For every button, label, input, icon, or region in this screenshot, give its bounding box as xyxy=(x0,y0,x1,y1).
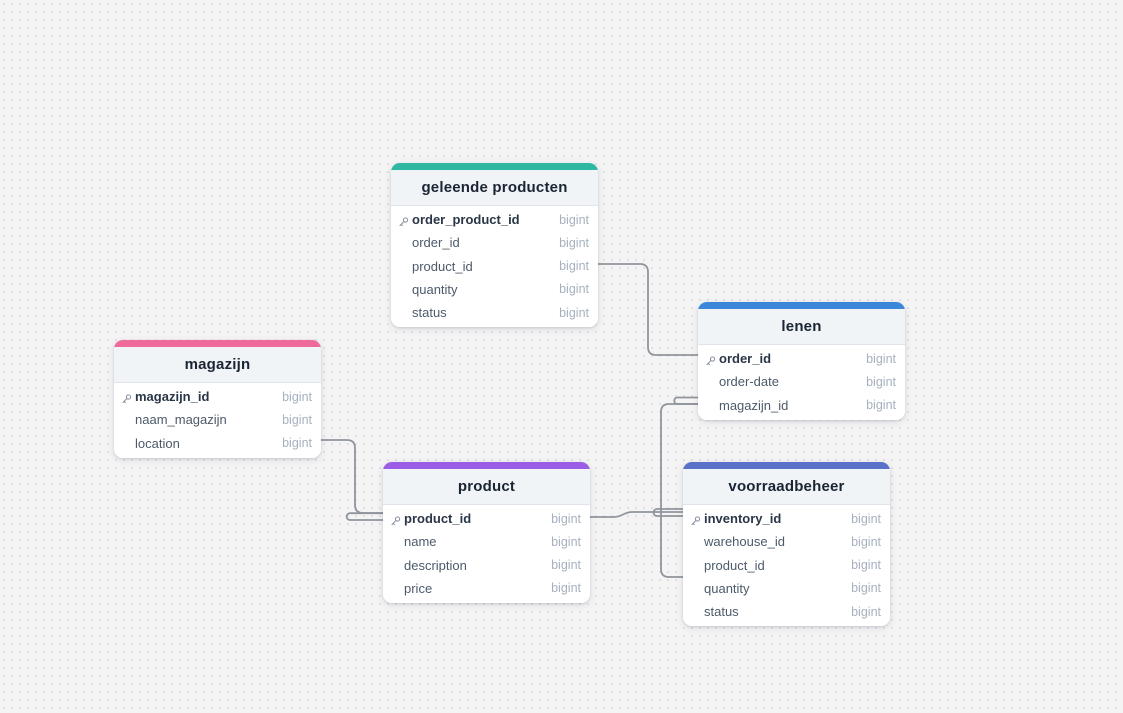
field-name: quantity xyxy=(412,281,458,297)
table-title: lenen xyxy=(781,318,822,335)
table-header-strip xyxy=(383,462,590,469)
field-type: bigint xyxy=(866,351,896,366)
field-type: bigint xyxy=(851,511,881,526)
field-name: name xyxy=(404,534,437,550)
field-name: order_id xyxy=(412,235,460,251)
relationship-line[interactable] xyxy=(345,512,384,521)
field-name: price xyxy=(404,580,433,596)
field-type: bigint xyxy=(851,558,881,573)
field-type: bigint xyxy=(559,259,589,274)
field-row[interactable]: product_id bigint xyxy=(683,554,890,577)
relationship-line[interactable] xyxy=(589,511,684,518)
field-row[interactable]: order-date bigint xyxy=(698,370,905,393)
field-name: quantity xyxy=(704,580,750,596)
field-row[interactable]: quantity bigint xyxy=(391,278,598,301)
table-header[interactable]: lenen xyxy=(698,309,905,345)
primary-key-icon xyxy=(690,513,701,525)
table-card[interactable]: product product_id bigint name bigint xyxy=(383,462,590,603)
table-header[interactable]: magazijn xyxy=(114,347,321,383)
field-name: magazijn_id xyxy=(719,397,789,413)
field-type: bigint xyxy=(551,511,581,526)
field-row[interactable]: status bigint xyxy=(683,600,890,623)
field-type: bigint xyxy=(282,436,312,451)
field-name: warehouse_id xyxy=(704,534,785,550)
relationship-line[interactable] xyxy=(660,403,699,578)
field-row[interactable]: price bigint xyxy=(383,577,590,600)
table-fields: order_id bigint order-date bigint magazi… xyxy=(698,345,905,420)
table-title: voorraadbeheer xyxy=(728,478,845,495)
field-name: status xyxy=(412,305,447,321)
field-row[interactable]: magazijn_id bigint xyxy=(114,385,321,408)
field-type: bigint xyxy=(559,235,589,250)
field-row[interactable]: name bigint xyxy=(383,530,590,553)
table-fields: magazijn_id bigint naam_magazijn bigint … xyxy=(114,383,321,458)
field-type: bigint xyxy=(851,581,881,596)
table-card[interactable]: lenen order_id bigint order-date bigint xyxy=(698,302,905,420)
field-row[interactable]: naam_magazijn bigint xyxy=(114,408,321,431)
table-title: magazijn xyxy=(184,356,251,373)
table-fields: order_product_id bigint order_id bigint … xyxy=(391,206,598,328)
field-name: status xyxy=(704,604,739,620)
field-row[interactable]: order_product_id bigint xyxy=(391,208,598,231)
field-row[interactable]: location bigint xyxy=(114,432,321,455)
primary-key-icon xyxy=(390,513,401,525)
field-name: magazijn_id xyxy=(135,389,210,405)
field-row[interactable]: magazijn_id bigint xyxy=(698,394,905,417)
field-type: bigint xyxy=(559,305,589,320)
primary-key-icon xyxy=(705,353,716,365)
primary-key-icon xyxy=(398,214,409,226)
table-fields: product_id bigint name bigint descriptio… xyxy=(383,505,590,603)
field-row[interactable]: inventory_id bigint xyxy=(683,507,890,530)
field-type: bigint xyxy=(866,374,896,389)
field-row[interactable]: product_id bigint xyxy=(391,255,598,278)
field-type: bigint xyxy=(282,412,312,427)
table-header[interactable]: geleende producten xyxy=(391,170,598,206)
field-name: description xyxy=(404,557,467,573)
field-type: bigint xyxy=(866,398,896,413)
field-row[interactable]: warehouse_id bigint xyxy=(683,530,890,553)
field-name: product_id xyxy=(704,557,765,573)
field-type: bigint xyxy=(559,282,589,297)
field-type: bigint xyxy=(551,581,581,596)
table-header-strip xyxy=(698,302,905,309)
relationship-line[interactable] xyxy=(673,396,699,405)
table-header-strip xyxy=(114,340,321,347)
table-card[interactable]: geleende producten order_product_id bigi… xyxy=(391,163,598,328)
relationship-line[interactable] xyxy=(652,508,684,517)
field-row[interactable]: description bigint xyxy=(383,554,590,577)
primary-key-icon xyxy=(121,391,132,403)
field-name: inventory_id xyxy=(704,511,782,527)
field-name: order_product_id xyxy=(412,212,520,228)
table-fields: inventory_id bigint warehouse_id bigint … xyxy=(683,505,890,627)
field-name: order-date xyxy=(719,374,779,390)
table-header-strip xyxy=(391,163,598,170)
table-title: product xyxy=(457,478,516,495)
table-header[interactable]: product xyxy=(383,469,590,505)
field-type: bigint xyxy=(282,389,312,404)
relationship-line[interactable] xyxy=(597,263,699,356)
field-type: bigint xyxy=(851,604,881,619)
field-row[interactable]: product_id bigint xyxy=(383,507,590,530)
field-name: product_id xyxy=(412,258,473,274)
field-row[interactable]: order_id bigint xyxy=(698,347,905,370)
table-header-strip xyxy=(683,462,890,469)
field-type: bigint xyxy=(559,212,589,227)
relationship-line[interactable] xyxy=(320,439,384,514)
field-name: order_id xyxy=(719,351,772,367)
table-title: geleende producten xyxy=(421,179,568,196)
field-row[interactable]: quantity bigint xyxy=(683,577,890,600)
table-card[interactable]: voorraadbeheer inventory_id bigint wareh… xyxy=(683,462,890,627)
field-row[interactable]: status bigint xyxy=(391,301,598,324)
field-type: bigint xyxy=(551,534,581,549)
table-card[interactable]: magazijn magazijn_id bigint naam_magazij… xyxy=(114,340,321,458)
table-header[interactable]: voorraadbeheer xyxy=(683,469,890,505)
field-type: bigint xyxy=(851,534,881,549)
field-name: product_id xyxy=(404,511,472,527)
field-row[interactable]: order_id bigint xyxy=(391,231,598,254)
field-type: bigint xyxy=(551,558,581,573)
field-name: naam_magazijn xyxy=(135,412,227,428)
field-name: location xyxy=(135,435,180,451)
